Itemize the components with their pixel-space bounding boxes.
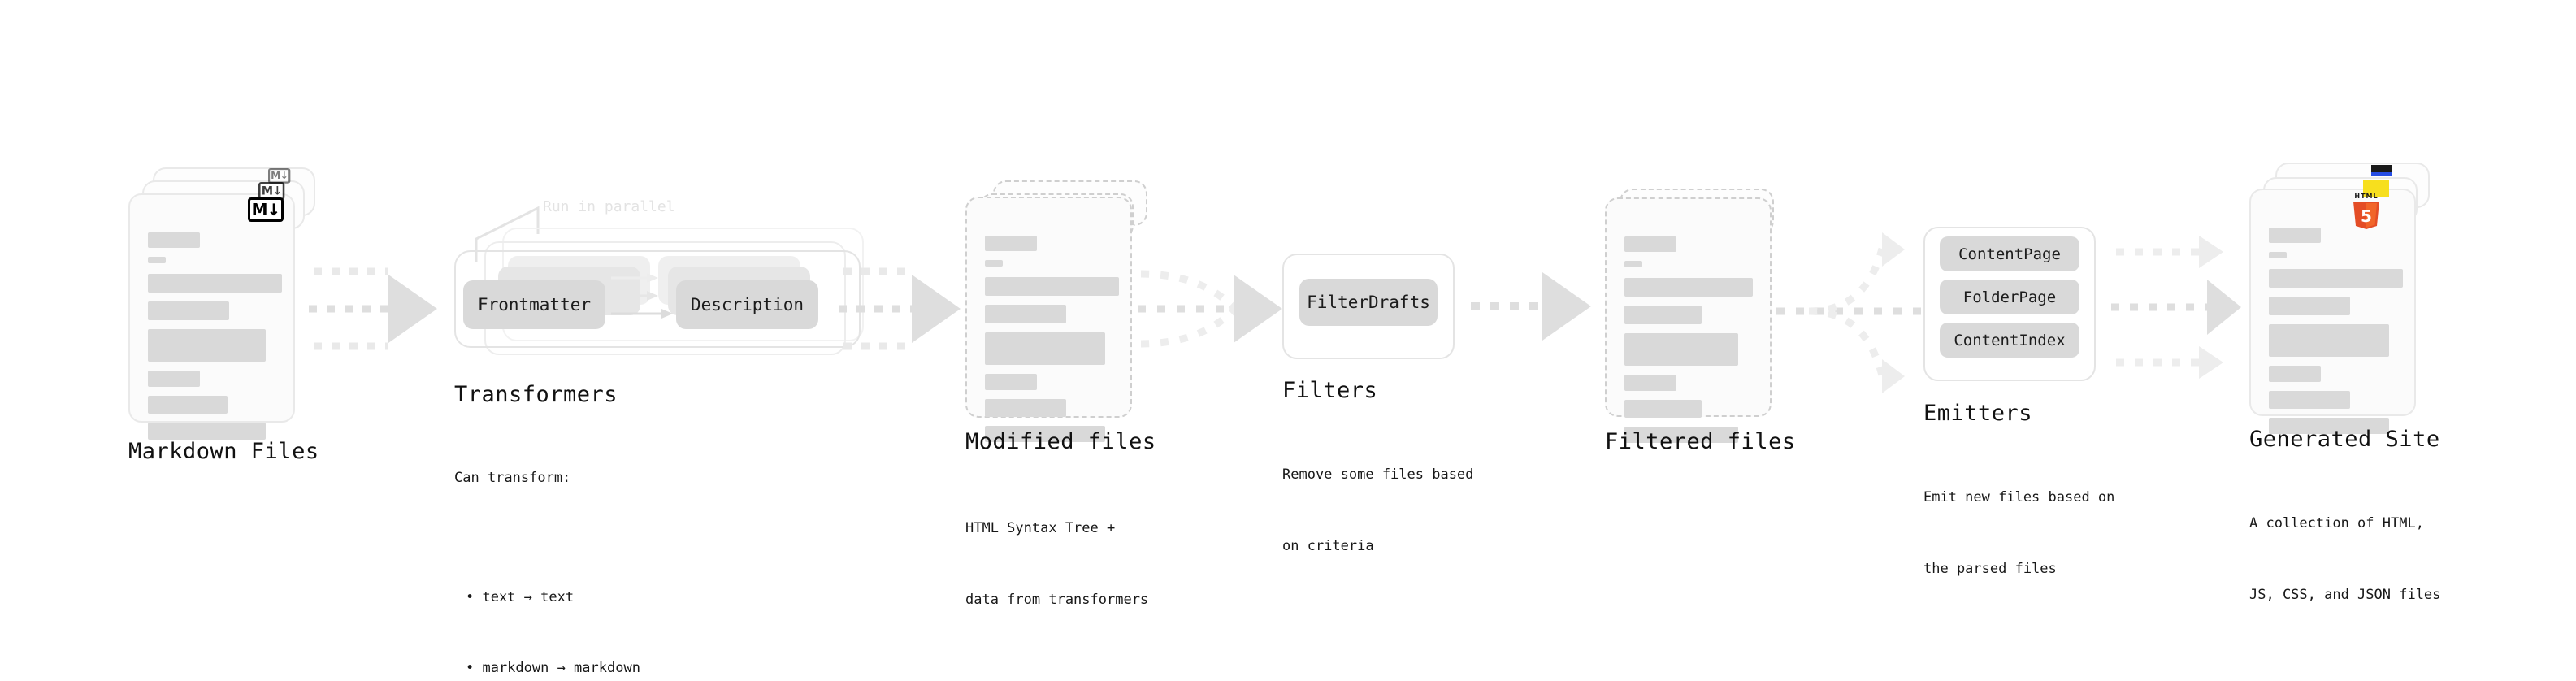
css-badge-icon [2371,165,2392,176]
filters-subtitle-line-1: on criteria [1282,538,1374,555]
filtered-files-title: Filtered files [1605,429,1796,454]
modified-files-title: Modified files [965,429,1156,454]
emitter-pill-contentindex[interactable]: ContentIndex [1940,323,2079,358]
arrow-transformers-to-modified [839,267,961,350]
arrow-markdown-to-transformers [309,267,437,350]
transformers-bullets: • text → text • markdown → markdown • ht… [454,538,640,681]
transformers-box-front [454,250,861,348]
arrow-emitters-to-site [2111,236,2241,379]
site-file-content [2269,228,2403,443]
transformers-bullet-1: • markdown → markdown [466,660,640,677]
emitter-pill-contentpage-label: ContentPage [1958,245,2061,263]
emitters-subtitle: Emit new files based on the parsed files [1923,439,2114,629]
arrow-filters-to-filtered [1471,272,1591,340]
emitter-pill-folderpage[interactable]: FolderPage [1940,280,2079,314]
filters-subtitle-line-0: Remove some files based [1282,466,1474,484]
transformers-title: Transformers [454,382,618,407]
transformer-pill-description[interactable]: Description [676,280,818,329]
generated-site-subtitle: A collection of HTML, JS, CSS, and JSON … [2249,465,2440,655]
markdown-files-title: Markdown Files [128,439,319,464]
markdown-badge-glyph: M↓ [251,200,281,219]
markdown-badge-icon: M↓ [248,197,284,222]
svg-text:5: 5 [2361,206,2372,226]
transformer-internal-arrows [611,273,673,319]
generated-site-subtitle-line-0: A collection of HTML, [2249,515,2424,532]
transformers-subtitle-head: Can transform: [454,470,571,487]
emitter-pill-folderpage-label: FolderPage [1962,288,2057,306]
filtered-file-content [1624,236,1754,452]
markdown-badge-glyph: M↓ [261,184,283,198]
markdown-badge-back2: M↓ [268,168,291,184]
transformers-bullet-0: • text → text [466,588,575,605]
emitter-pill-contentindex-label: ContentIndex [1954,331,2066,349]
modified-file-content [985,236,1119,451]
transformer-pill-frontmatter[interactable]: Frontmatter [463,280,605,329]
generated-site-subtitle-line-1: JS, CSS, and JSON files [2249,587,2441,604]
modified-files-subtitle-line-0: HTML Syntax Tree + [965,520,1116,537]
filter-pill-filterdrafts-label: FilterDrafts [1307,293,1430,312]
filters-title: Filters [1282,378,1378,403]
modified-files-subtitle-line-1: data from transformers [965,592,1149,609]
modified-file-card-front [965,197,1132,442]
filters-subtitle: Remove some files based on criteria [1282,416,1473,606]
modified-files-subtitle: HTML Syntax Tree + data from transformer… [965,470,1148,660]
filter-pill-filterdrafts[interactable]: FilterDrafts [1299,279,1438,326]
transformer-pill-description-label: Description [690,295,804,314]
site-file-card-html [2249,189,2416,434]
markdown-file-content [148,232,282,449]
markdown-file-card-front [128,193,295,440]
emitters-subtitle-line-1: the parsed files [1923,561,2057,578]
run-in-parallel-label: Run in parallel [543,198,675,215]
js-badge-icon [2363,180,2389,197]
arrow-modified-to-filters [1138,270,1282,348]
emitter-pill-contentpage[interactable]: ContentPage [1940,236,2079,271]
transformer-pill-frontmatter-label: Frontmatter [477,295,592,314]
emitters-title: Emitters [1923,401,2033,426]
html5-badge-icon: HTML 5 [2352,193,2381,229]
transformers-subtitle: Can transform: • text → text • markdown … [454,419,640,681]
filtered-file-card-front [1605,197,1772,443]
emitters-subtitle-line-0: Emit new files based on [1923,489,2115,506]
markdown-badge-glyph: M↓ [271,169,288,182]
generated-site-title: Generated Site [2249,427,2440,452]
